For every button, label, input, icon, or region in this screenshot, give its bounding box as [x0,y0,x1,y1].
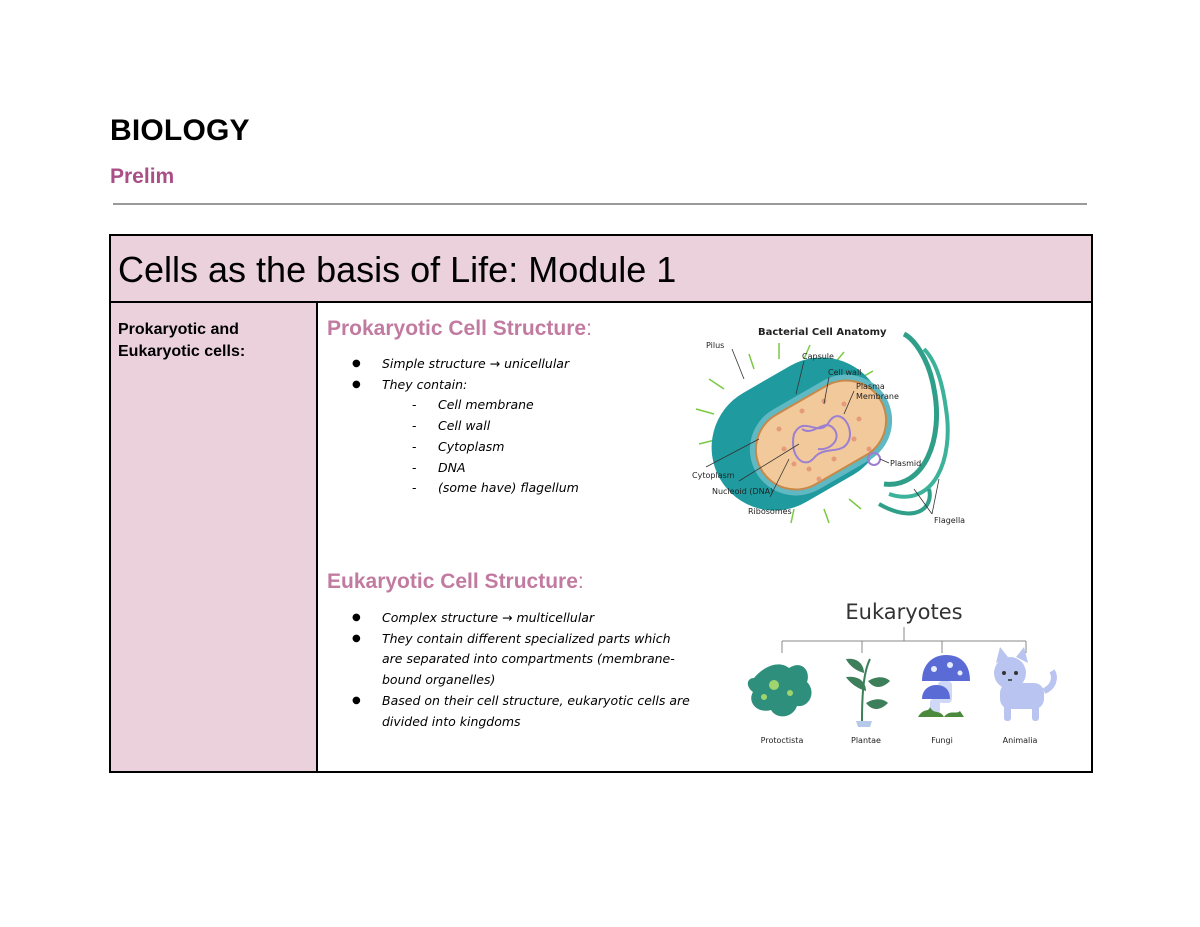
label-ribosomes: Ribosomes [748,507,792,516]
kingdom-label: Animalia [1003,736,1038,745]
bacterial-cell-figure: Bacterial Cell Anatomy [684,319,974,529]
module-table: Cells as the basis of Life: Module 1 Pro… [109,234,1093,773]
list-item: Simple structure → unicellular [352,354,579,375]
bacterial-figure-title: Bacterial Cell Anatomy [758,327,887,338]
content-cell: Prokaryotic Cell Structure: Simple struc… [318,303,1091,771]
mushroom-icon [918,655,970,717]
eukaryotes-figure: Eukaryotes [734,593,1074,753]
prokaryotic-heading: Prokaryotic Cell Structure: [327,317,592,340]
flagellum-icon [888,347,950,499]
label-capsule: Capsule [802,352,834,361]
ribosomes-icon [776,398,872,482]
module-title: Cells as the basis of Life: Module 1 [118,249,677,290]
label-pilus: Pilus [706,341,724,350]
kingdom-label: Plantae [851,736,881,745]
module-header: Cells as the basis of Life: Module 1 [111,236,1091,303]
prokaryotic-list: Simple structure → unicellular They cont… [352,354,579,499]
sub-item: (some have) flagellum [382,478,579,499]
document-title: BIOLOGY [110,114,250,147]
eukaryotes-title: Eukaryotes [845,600,962,624]
flagellum-icon [878,488,932,516]
kingdom-label: Fungi [931,736,953,745]
kingdom-label: Protoctista [761,736,804,745]
document-subtitle: Prelim [110,165,175,188]
label-plasma: Plasma [856,382,885,391]
eukaryotic-heading: Eukaryotic Cell Structure: [327,570,584,593]
label-cytoplasm: Cytoplasm [692,471,735,480]
label-flagella: Flagella [934,516,965,525]
eukaryotic-list: Complex structure → multicellular They c… [352,608,692,732]
protist-icon [747,664,812,717]
cytoplasm-icon [754,379,888,491]
plant-icon [846,658,890,727]
sub-item: Cytoplasm [382,437,579,458]
side-cell: Prokaryotic and Eukaryotic cells: [111,303,318,771]
flagellum-icon [883,331,940,487]
label-plasmid: Plasmid [890,459,921,468]
sub-item: DNA [382,458,579,479]
list-item: They contain different specialized parts… [352,629,692,691]
label-cell-wall: Cell wall [828,368,861,377]
dog-icon [994,647,1057,721]
sub-item: Cell wall [382,416,579,437]
prokaryotic-sublist: Cell membrane Cell wall Cytoplasm DNA (s… [382,395,579,499]
header-divider [113,203,1087,205]
side-label: Prokaryotic and Eukaryotic cells: [118,321,246,360]
label-membrane: Membrane [856,392,899,401]
list-item: Based on their cell structure, eukaryoti… [352,691,692,732]
list-item: They contain: Cell membrane Cell wall Cy… [352,375,579,499]
sub-item: Cell membrane [382,395,579,416]
label-nucleoid: Nucleoid (DNA) [712,487,773,496]
list-item: Complex structure → multicellular [352,608,692,629]
